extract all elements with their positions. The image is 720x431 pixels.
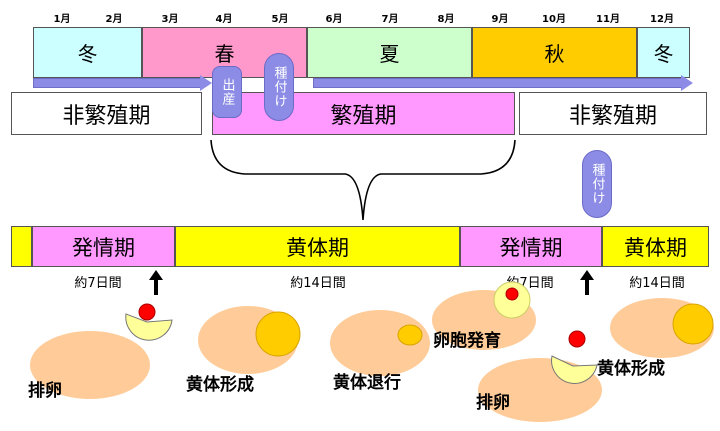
non-breeding-period-right: 非繁殖期 — [519, 92, 707, 135]
stage-label: 黄体退行 — [333, 373, 401, 393]
duration-label: 約14日間 — [290, 276, 346, 291]
luteal-phase-stub — [11, 226, 32, 267]
stage-label: 黄体形成 — [597, 359, 665, 379]
arrowhead-icon — [200, 75, 212, 91]
duration-label: 約7日間 — [74, 276, 122, 291]
breeding-period: 繁殖期 — [212, 92, 515, 135]
season-winter-end: 冬 — [637, 27, 690, 78]
egg-icon — [568, 330, 586, 348]
arrowhead-icon — [681, 75, 693, 91]
corpus-luteum-icon — [672, 303, 714, 345]
mating-badge: 種付け — [264, 53, 294, 121]
stage-label: 排卵 — [28, 381, 62, 401]
birth-badge: 出産 — [212, 66, 242, 118]
egg-icon — [138, 303, 156, 321]
estrus-phase: 発情期 — [460, 226, 602, 267]
mating-badge: 種付け — [582, 150, 612, 218]
curly-brace-icon — [210, 139, 516, 221]
stage-label: 卵胞発育 — [433, 331, 501, 351]
up-arrow-icon — [149, 270, 163, 295]
month-label: 6月 — [325, 14, 343, 25]
duration-label: 約14日間 — [629, 276, 685, 291]
ruptured-follicle-icon — [125, 313, 173, 341]
month-label: 8月 — [437, 14, 455, 25]
month-label: 11月 — [596, 14, 620, 25]
timeline-arrow-right — [313, 78, 683, 88]
stage-label: 排卵 — [476, 393, 510, 413]
month-label: 12月 — [650, 14, 674, 25]
month-label: 5月 — [271, 14, 289, 25]
month-label: 2月 — [105, 14, 123, 25]
month-label: 10月 — [542, 14, 566, 25]
ovary-shape — [30, 331, 150, 399]
up-arrow-icon — [580, 270, 594, 295]
month-label: 9月 — [491, 14, 509, 25]
corpus-luteum-icon — [255, 311, 301, 357]
month-label: 7月 — [381, 14, 399, 25]
non-breeding-period-left: 非繁殖期 — [11, 92, 202, 135]
estrus-phase: 発情期 — [32, 226, 175, 267]
season-winter-start: 冬 — [33, 27, 142, 78]
stage-label: 黄体形成 — [186, 375, 254, 395]
egg-icon — [505, 287, 519, 301]
month-label: 3月 — [161, 14, 179, 25]
ruptured-follicle-icon — [551, 355, 598, 384]
luteal-phase: 黄体期 — [602, 226, 709, 267]
ovary-illustrations — [30, 281, 714, 422]
regressing-corpus-luteum-icon — [397, 324, 423, 346]
season-autumn: 秋 — [472, 27, 637, 78]
timeline-arrow-left — [33, 78, 203, 88]
luteal-phase: 黄体期 — [175, 226, 460, 267]
month-label: 4月 — [215, 14, 233, 25]
season-summer: 夏 — [307, 27, 472, 78]
month-label: 1月 — [53, 14, 71, 25]
